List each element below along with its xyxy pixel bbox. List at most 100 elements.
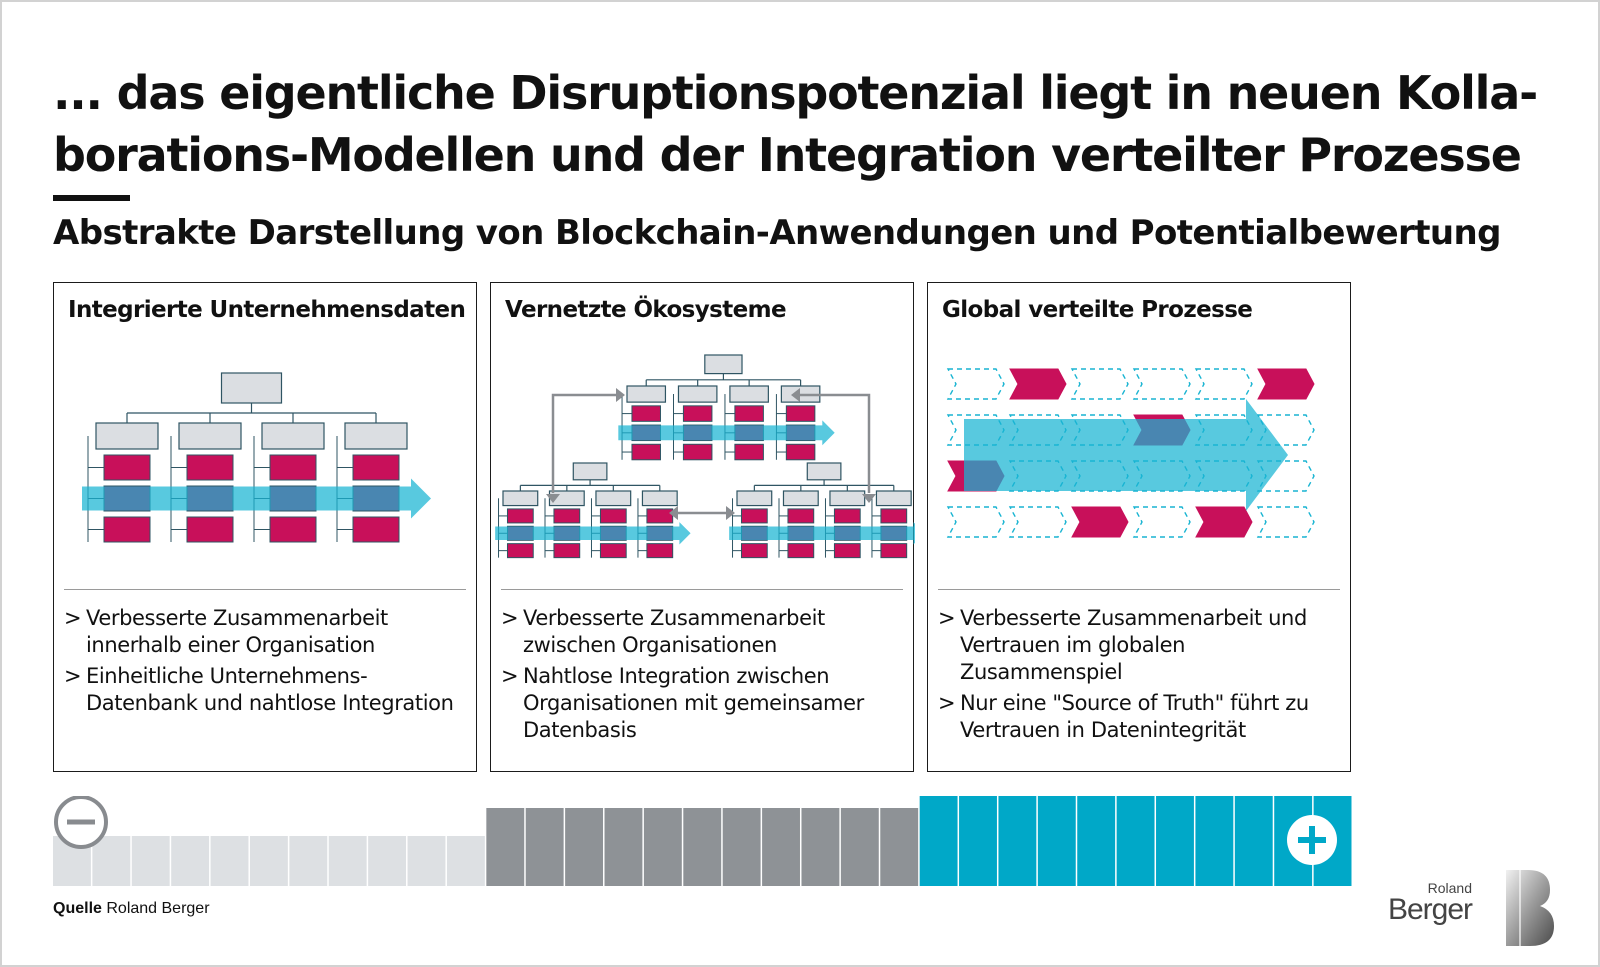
data-block	[599, 543, 627, 559]
scale-segment	[131, 836, 170, 886]
ecosystem-network-illustration	[495, 354, 915, 559]
panel-title: Vernetzte Ökosysteme	[505, 297, 787, 323]
scale-segment	[407, 836, 446, 886]
arrow-head	[616, 388, 625, 402]
org-unit-box	[829, 490, 866, 507]
data-block	[631, 405, 661, 422]
bullet-line: Datenbank und nahtlose Integration	[86, 691, 454, 715]
org-root-box	[704, 354, 743, 375]
process-step-filled	[1009, 368, 1067, 400]
bullet-marker: >	[501, 664, 519, 688]
scale-segment	[525, 808, 564, 886]
process-step	[1132, 506, 1191, 538]
scale-segment	[486, 808, 525, 886]
bullet-line: Verbesserte Zusammenarbeit	[86, 606, 388, 630]
arrow-head	[669, 506, 678, 520]
scale-segment	[92, 836, 131, 886]
potential-scale	[53, 796, 1352, 886]
panel-distributed-processes: Global verteilte Prozesse >Verbesserte Z…	[927, 282, 1351, 772]
scale-segment	[1234, 796, 1273, 886]
org-root-box	[572, 462, 608, 481]
scale-segment	[1195, 796, 1234, 886]
data-block	[352, 454, 400, 481]
scale-segment	[565, 808, 604, 886]
integration-arrow	[82, 478, 431, 519]
org-unit-box	[344, 422, 408, 450]
scale-segment	[210, 836, 249, 886]
link-arrow	[551, 393, 619, 493]
data-block	[553, 543, 581, 559]
bullet-line: Zusammenspiel	[960, 660, 1123, 684]
bullet-line: Nur eine "Source of Truth" führt zu	[960, 691, 1309, 715]
bullet-line: Einheitliche Unternehmens-	[86, 664, 368, 688]
scale-segment	[1116, 796, 1155, 886]
process-step-filled	[1195, 506, 1253, 538]
roland-berger-logo: Roland Berger	[1388, 866, 1556, 946]
process-step	[946, 506, 1005, 538]
bullet-marker: >	[501, 606, 519, 630]
scale-segment	[446, 836, 485, 886]
data-block	[646, 508, 674, 524]
title-underline	[53, 195, 130, 201]
bullet-marker: >	[938, 606, 956, 630]
process-step	[1132, 368, 1191, 400]
page-subtitle: Abstrakte Darstellung von Blockchain-Anw…	[53, 213, 1501, 253]
scale-segment	[249, 836, 288, 886]
data-block	[186, 516, 234, 543]
scale-segment	[959, 796, 997, 886]
title-line-2: borations-Modellen und der Integration v…	[53, 128, 1522, 182]
scale-segment	[840, 808, 879, 886]
link-arrow	[797, 393, 871, 493]
bullet-line: Vertrauen im globalen	[960, 633, 1186, 657]
org-unit-box	[626, 385, 667, 403]
scale-segment	[643, 808, 682, 886]
process-step	[946, 368, 1005, 400]
bullet-line: Organisationen mit gemeinsamer	[523, 691, 864, 715]
org-unit-box	[261, 422, 325, 450]
panel-integrated-data: Integrierte Unternehmensdaten >Verbesser…	[53, 282, 477, 772]
org-unit-box	[736, 490, 773, 507]
org-root-box	[806, 462, 842, 481]
title-line-1: ... das eigentliche Disruptionspotenzial…	[53, 66, 1538, 120]
arrow-head	[862, 494, 876, 503]
data-block	[631, 443, 661, 461]
integration-arrow	[618, 420, 835, 446]
panel-divider	[938, 589, 1340, 590]
scale-segment	[1156, 796, 1194, 886]
process-step	[1008, 506, 1067, 538]
org-unit-box	[95, 422, 159, 450]
data-block	[506, 508, 534, 524]
source-label: Quelle	[53, 900, 102, 917]
scale-segment	[1037, 796, 1076, 886]
org-unit-box	[782, 490, 819, 507]
org-unit-box	[729, 385, 769, 403]
process-step	[1194, 368, 1253, 400]
scale-segment	[762, 808, 800, 886]
panel-title: Global verteilte Prozesse	[942, 297, 1253, 323]
data-block	[734, 443, 764, 461]
bullet-line: Verbesserte Zusammenarbeit und	[960, 606, 1307, 630]
bullet-line: Vertrauen in Datenintegrität	[960, 718, 1246, 742]
bullet-line: zwischen Organisationen	[523, 633, 777, 657]
data-block	[553, 508, 581, 524]
arrow-head	[791, 388, 800, 402]
logo-word-roland: Roland	[1427, 880, 1472, 896]
integration-arrow	[729, 522, 915, 545]
panel-connected-ecosystems: Vernetzte Ökosysteme >Verbesserte Zusamm…	[490, 282, 915, 772]
process-step-filled	[1257, 368, 1315, 400]
process-step	[1256, 506, 1315, 538]
data-block	[833, 508, 861, 524]
logo-b-mark	[1506, 870, 1554, 946]
data-block	[186, 454, 234, 481]
data-block	[880, 508, 908, 524]
scale-segment	[998, 796, 1037, 886]
data-block	[787, 508, 815, 524]
scale-segment	[683, 808, 722, 886]
data-block	[740, 543, 768, 559]
